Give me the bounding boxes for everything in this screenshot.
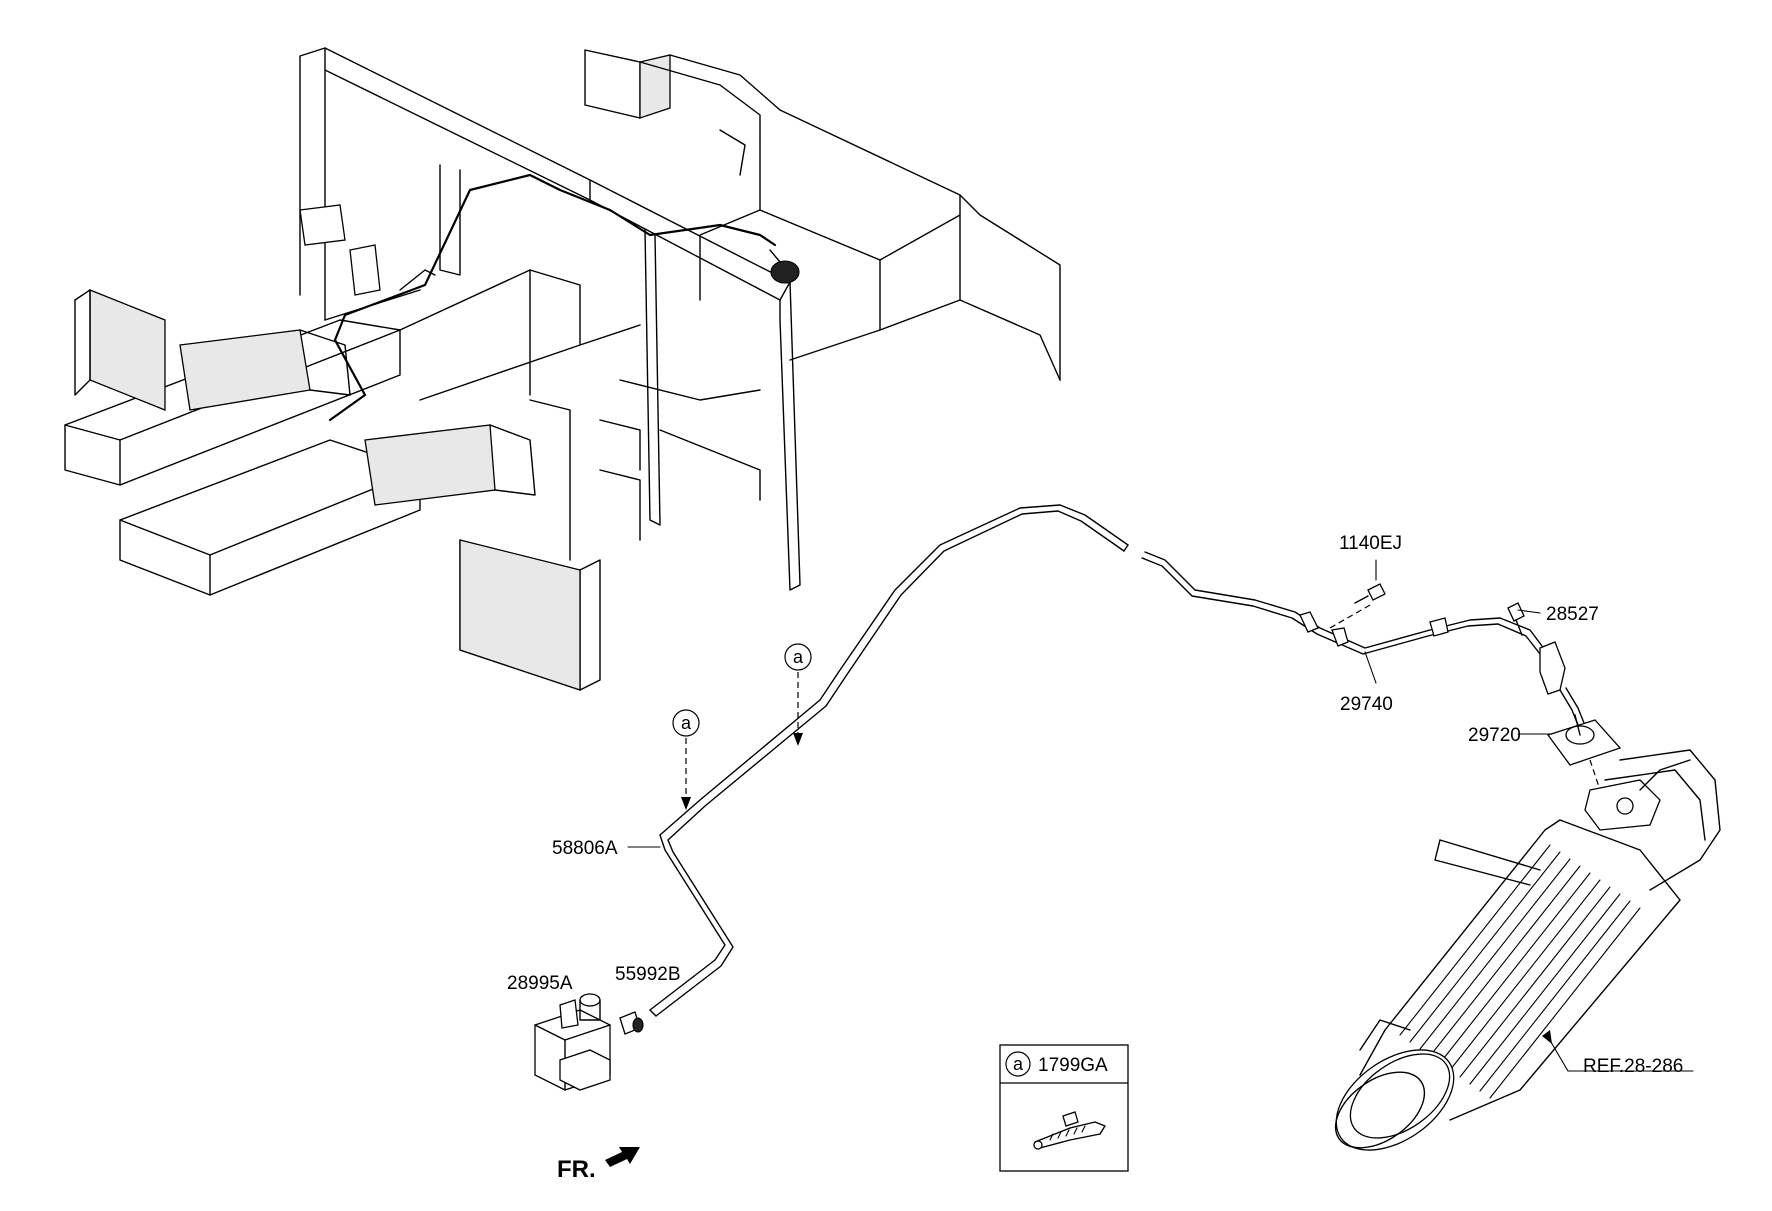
solenoid-28995A-drawing xyxy=(534,993,611,1091)
part-label-29740[interactable]: 29740 xyxy=(1340,694,1393,715)
callout-a-2: a xyxy=(672,709,700,810)
bolt-1140EJ-drawing xyxy=(1329,583,1386,629)
leader-ref-arrowhead xyxy=(1542,1030,1552,1044)
part-label-ref[interactable]: REF.28-286 xyxy=(1583,1056,1683,1077)
hose-58806A-drawing xyxy=(649,504,1129,1017)
part-label-1799GA[interactable]: 1799GA xyxy=(1038,1055,1108,1076)
bracket-drawing xyxy=(1539,641,1587,731)
legend-callout-letter: a xyxy=(1013,1054,1024,1074)
part-label-28527[interactable]: 28527 xyxy=(1546,604,1599,625)
fitting-28527-drawing xyxy=(1507,602,1525,636)
connector-55992B-drawing xyxy=(619,1011,644,1035)
part-label-1140EJ[interactable]: 1140EJ xyxy=(1339,533,1402,554)
cable-tie-icon xyxy=(1033,1111,1106,1150)
front-label: FR. xyxy=(557,1156,596,1183)
callout-a-1: a xyxy=(784,643,812,746)
front-arrow-icon xyxy=(605,1147,640,1167)
part-label-28995A[interactable]: 28995A xyxy=(507,973,573,994)
leader-29740 xyxy=(1364,651,1377,684)
hose-29740-drawing xyxy=(1141,551,1546,655)
legend-box-1799GA: a 1799GA xyxy=(999,1044,1129,1172)
vehicle-frame-drawing xyxy=(64,47,1061,691)
callout-a-2-letter: a xyxy=(681,713,692,733)
duct-assembly-drawing xyxy=(1334,749,1721,1151)
leader-28527 xyxy=(1517,609,1541,614)
part-label-29720[interactable]: 29720 xyxy=(1468,725,1521,746)
part-label-58806A[interactable]: 58806A xyxy=(552,838,618,859)
front-direction-indicator: FR. xyxy=(557,1147,640,1183)
callout-a-1-letter: a xyxy=(793,647,804,667)
part-label-55992B[interactable]: 55992B xyxy=(615,964,681,985)
sensor-29720-drawing xyxy=(1546,714,1622,791)
